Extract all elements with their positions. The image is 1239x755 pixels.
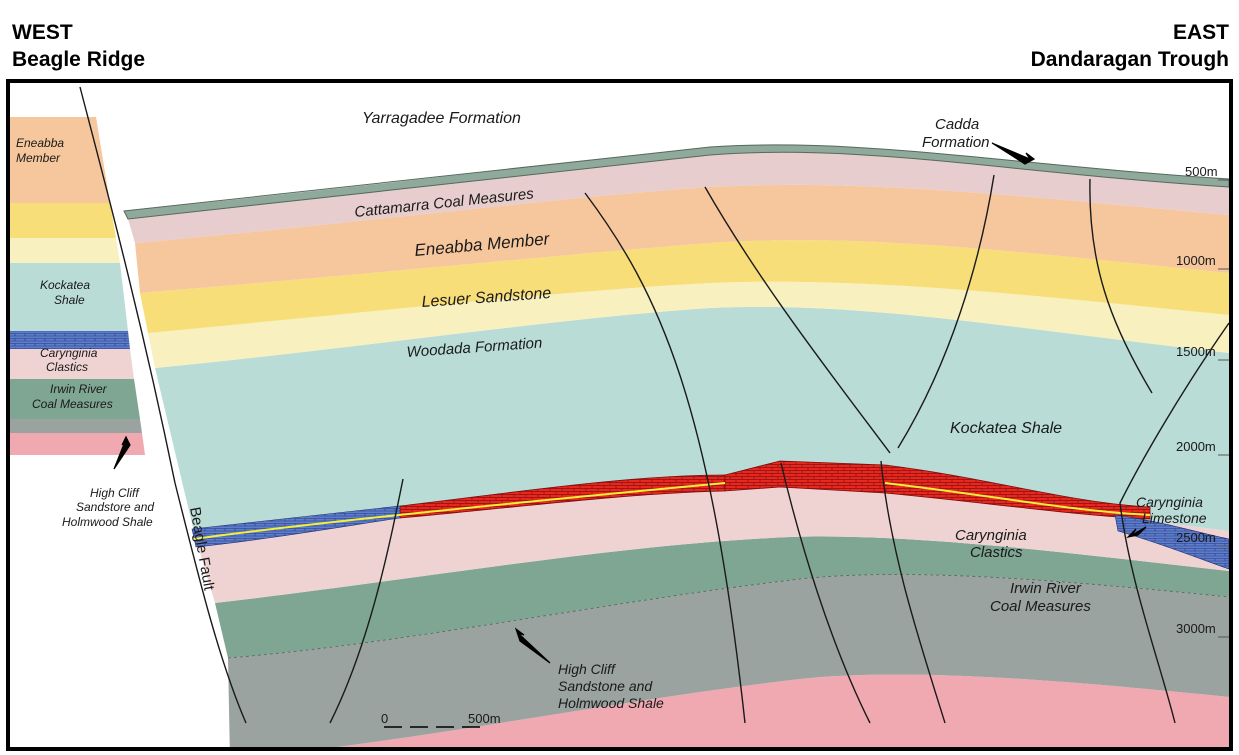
depth-1500m: 1500m [1176, 344, 1216, 359]
fault-line-8 [1119, 322, 1229, 724]
fault-line-7 [1089, 178, 1153, 394]
fault-line-4 [897, 174, 995, 449]
scale-zero: 0 [381, 711, 388, 726]
label-cadda-1: Cadda [935, 116, 979, 133]
scale-bar: 0 500m [381, 711, 501, 728]
label-highcliff-3: Holmwood Shale [558, 695, 664, 711]
depth-1000m: 1000m [1176, 253, 1216, 268]
fault-line-6 [880, 460, 946, 724]
label-yarragadee-formation: Yarragadee Formation [362, 110, 521, 127]
depth-2000m: 2000m [1176, 439, 1216, 454]
unconformity-texture [227, 574, 1229, 659]
fault-line-2 [584, 192, 746, 724]
label-west-irwin-2: Coal Measures [32, 397, 113, 411]
label-caryn-limestone-2: Limestone [1142, 510, 1207, 526]
fault-line-3 [704, 186, 891, 454]
leader-arrows [113, 142, 1147, 664]
west-lesuer-layer [10, 203, 116, 238]
label-caryn-clastics-1: Carynginia [955, 527, 1027, 544]
high-cliff-sandstone-layer [228, 574, 1229, 747]
depth-scale: 500m 1000m 1500m 2000m 2500m 3000m [1176, 164, 1229, 638]
arrow-cadda [991, 142, 1036, 165]
cross-section-frame: Yarragadee Formation Cadda Formation Cat… [6, 79, 1233, 751]
label-west-irwin-1: Irwin River [50, 382, 108, 396]
faults [79, 86, 1229, 724]
west-holmwood-layer [10, 433, 145, 455]
west-label: WEST [12, 21, 73, 44]
west-column [10, 117, 145, 455]
label-west-kockatea-1: Kockatea [40, 278, 90, 292]
label-west-caryn-2: Clastics [46, 360, 88, 374]
label-west-eneabba-1: Eneabba [16, 136, 64, 150]
cadda-formation-layer [123, 144, 1229, 220]
depth-2500m: 2500m [1176, 530, 1216, 545]
west-eneabba-layer [10, 117, 110, 203]
eneabba-member-layer [135, 184, 1229, 293]
label-highcliff-1: High Cliff [558, 661, 617, 677]
label-west-eneabba-2: Member [16, 151, 61, 165]
main-strata [123, 144, 1229, 747]
west-high-cliff-layer [10, 419, 142, 433]
west-place-label: Beagle Ridge [12, 48, 146, 71]
label-west-kockatea-2: Shale [54, 293, 85, 307]
depth-500m: 500m [1185, 164, 1218, 179]
arrow-highcliff [514, 627, 551, 664]
east-place-label: Dandaragan Trough [1030, 48, 1229, 71]
label-irwin-1: Irwin River [1010, 580, 1082, 597]
scale-500m: 500m [468, 711, 501, 726]
fault-line-5 [780, 462, 871, 724]
woodada-formation-layer [148, 281, 1229, 368]
lesuer-sandstone-layer [140, 240, 1229, 333]
label-west-highcliff-3: Holmwood Shale [62, 515, 153, 529]
east-label: EAST [1172, 21, 1229, 44]
label-highcliff-2: Sandstone and [558, 678, 653, 694]
fault-line-1 [329, 478, 404, 724]
label-caryn-limestone-1: Carynginia [1136, 494, 1203, 510]
label-west-highcliff-2: Sandstore and [76, 500, 154, 514]
label-west-caryn-1: Carynginia [40, 346, 98, 360]
label-west-highcliff-1: High Cliff [90, 486, 140, 500]
label-irwin-2: Coal Measures [990, 598, 1091, 615]
cattamarra-coal-measures-layer [128, 152, 1229, 243]
yellow-marker-line [193, 482, 1151, 540]
beagle-fault-line [79, 86, 247, 724]
label-caryn-clastics-2: Clastics [970, 544, 1023, 561]
west-irwin-river-layer [10, 379, 140, 419]
holmwood-shale-layer [337, 674, 1229, 747]
arrow-west-highcliff [113, 435, 131, 470]
west-woodada-layer [10, 238, 120, 263]
geological-cross-section: Yarragadee Formation Cadda Formation Cat… [10, 86, 1229, 747]
west-carynginia-clastics-layer [10, 349, 134, 379]
depth-3000m: 3000m [1176, 621, 1216, 636]
west-blue-carbonate-layer [10, 331, 130, 349]
label-kockatea-shale: Kockatea Shale [950, 420, 1062, 437]
west-kockatea-shale-layer [10, 263, 128, 331]
label-cadda-2: Formation [922, 134, 990, 151]
arrow-caryn-lime [1126, 526, 1147, 538]
